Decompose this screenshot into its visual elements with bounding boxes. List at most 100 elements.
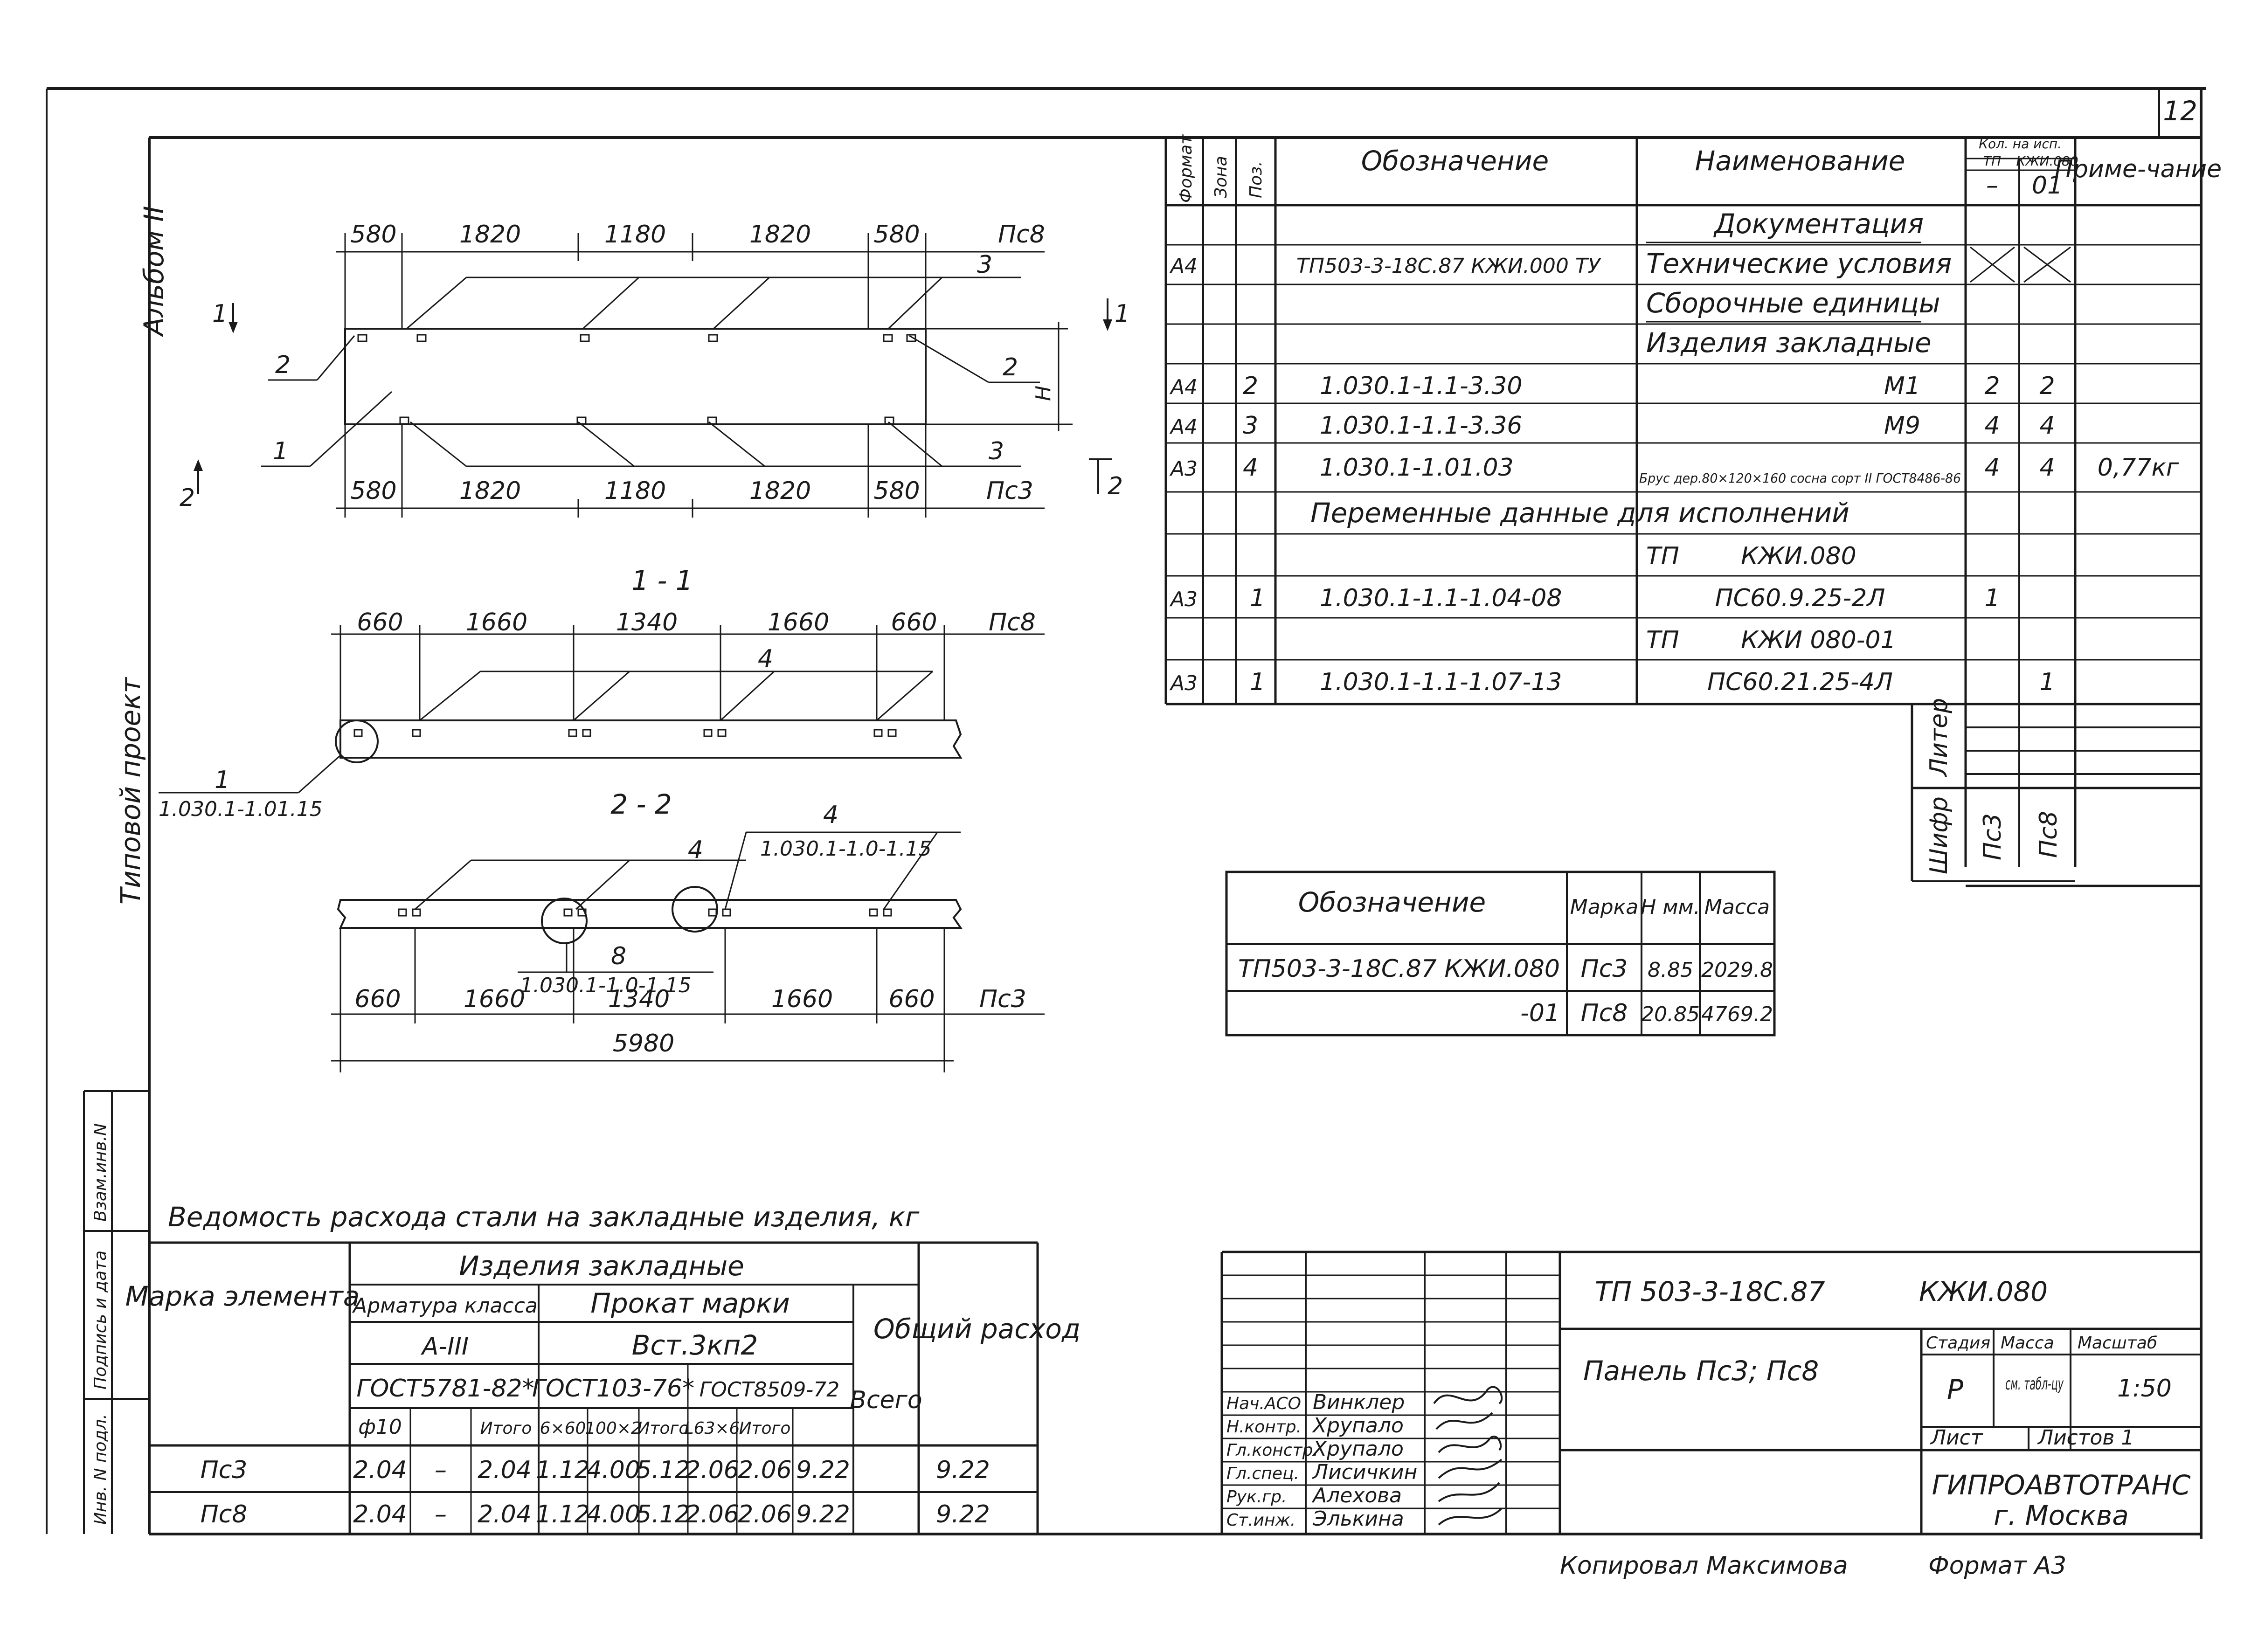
steel-row-2-total-2: 5.12 xyxy=(636,1500,690,1528)
steel-row-1-total-3: 2.06 xyxy=(738,1456,792,1484)
tb-doc-code: ТП 503-3-18С.87 xyxy=(1595,1276,1825,1307)
steel-row-2-angle: 2.06 xyxy=(685,1500,739,1528)
tb-scale: 1:50 xyxy=(2117,1375,2172,1403)
spec-row-9-pos: 1 xyxy=(1250,584,1265,612)
tb-role-2: Н.контр. xyxy=(1226,1417,1302,1437)
tb-role-3: Гл.констр. xyxy=(1226,1441,1318,1460)
steel-hdr-class: А-III xyxy=(421,1333,469,1361)
tb-name-2: Хрупало xyxy=(1312,1414,1404,1438)
mass-row-1-mass: 2029.8 xyxy=(1701,958,1773,982)
tb-title: Панель Пс3; Пс8 xyxy=(1583,1355,1819,1387)
steel-row-2-all: 9.22 xyxy=(796,1500,850,1528)
mass-row-1-mark: Пс3 xyxy=(1581,955,1628,983)
hdr-note: Приме-чание xyxy=(2055,155,2222,183)
section-mark-2-right: 2 xyxy=(1108,472,1123,500)
tb-stage-label: Стадия xyxy=(1926,1334,1990,1353)
hdr-zone: Зона xyxy=(1212,156,1231,198)
tb-name-1: Винклер xyxy=(1313,1390,1405,1414)
steel-col-angle: L63×6 xyxy=(685,1419,740,1438)
section-1-1: 1 - 1 660 1660 1340 1660 660 Пс8 4 xyxy=(159,565,1045,821)
steel-row-2-general: 9.22 xyxy=(936,1500,990,1528)
sec2-dim-3: 1340 xyxy=(608,985,670,1013)
steel-title: Ведомость расхода стали на закладные изд… xyxy=(168,1201,920,1233)
steel-col-f10: ф10 xyxy=(358,1415,402,1439)
sec1-dim-2: 1660 xyxy=(466,608,527,636)
steel-hdr-general: Общий расход xyxy=(873,1313,1081,1345)
sec1-detail-ref: 1.030.1-1.01.15 xyxy=(159,797,323,821)
spec-row-5-code: 1.030.1-1.1-3.36 xyxy=(1320,412,1522,440)
section-mark-1-right: 1 xyxy=(1115,300,1130,328)
sec1-dim-5: 660 xyxy=(891,608,937,636)
mass-row-1-code: ТП503-3-18С.87 КЖИ.080 xyxy=(1238,955,1560,983)
steel-row-1-general: 9.22 xyxy=(936,1456,990,1484)
title-block: ТП 503-3-18С.87 КЖИ.080 Панель Пс3; Пс8 … xyxy=(1220,1251,2201,1534)
spec-row-11-pos: 1 xyxy=(1250,668,1265,696)
mass-table: Обозначение Марка Н мм. Масса ТП503-3-18… xyxy=(1225,871,1776,1037)
mass-hdr-h: Н мм. xyxy=(1641,895,1700,919)
plan-callout-3-bottom: 3 xyxy=(989,437,1004,465)
steel-row-1-total-1: 2.04 xyxy=(478,1456,532,1484)
tb-name-4: Лисичкин xyxy=(1312,1460,1417,1484)
sec1-pos-4: 4 xyxy=(758,645,773,673)
page-number: 12 xyxy=(2163,95,2197,127)
mass-row-2-mass: 4769.2 xyxy=(1701,1002,1773,1026)
spec-row-4-q2: 2 xyxy=(2039,372,2055,400)
sec1-detail-pos: 1 xyxy=(215,766,230,794)
steel-col-total-2: Итого xyxy=(637,1419,689,1438)
tb-org: ГИПРОАВТОТРАНС xyxy=(1932,1469,2191,1501)
section-mark-1-left: 1 xyxy=(212,300,228,328)
spec-row-5-fmt: А4 xyxy=(1169,415,1198,439)
left-margin: Альбом II Типовой проект Взам.инв.N Подп… xyxy=(83,206,170,1534)
hdr-qty: Кол. на исп. xyxy=(1979,136,2062,152)
sheet-frame xyxy=(46,87,2206,1539)
hdr-variant-01: 01 xyxy=(2032,172,2063,200)
steel-hdr-rolled: Прокат марки xyxy=(590,1287,790,1319)
steel-row-1-mark: Пс3 xyxy=(201,1456,248,1484)
spec-row-5-q2: 4 xyxy=(2039,412,2055,440)
steel-row-1-angle: 2.06 xyxy=(685,1456,739,1484)
spec-row-6-fmt: А3 xyxy=(1169,457,1198,481)
plan-top-variant: Пс8 xyxy=(998,221,1045,249)
spec-row-3-name: Изделия закладные xyxy=(1646,327,1932,359)
steel-row-1-total-2: 5.12 xyxy=(636,1456,690,1484)
mass-row-2-h: 20.85 xyxy=(1641,1002,1700,1026)
spec-row-9-fmt: А3 xyxy=(1169,588,1198,611)
spec-row-0-name: Документация xyxy=(1713,208,1924,240)
plan-bottom-dim-2: 1820 xyxy=(459,477,521,505)
hdr-format: Формат xyxy=(1177,134,1196,203)
spec-row-5-name: М9 xyxy=(1884,412,1920,440)
steel-hdr-gost-rebar: ГОСТ5781-82* xyxy=(356,1375,534,1403)
tb-sheets-label: Листов 1 xyxy=(2037,1426,2134,1450)
sec2-ref-top: 1.030.1-1.0-1.15 xyxy=(760,837,932,861)
steel-hdr-group: Изделия закладные xyxy=(459,1250,744,1282)
sec1-dim-4: 1660 xyxy=(768,608,829,636)
tb-mass-label: Масса xyxy=(2001,1334,2054,1353)
spec-row-6-q1: 4 xyxy=(1984,454,2000,482)
plan-height-mark: Н xyxy=(1032,386,1055,401)
sec2-pos-4a: 4 xyxy=(688,836,703,864)
stamp-replace-inv: Взам.инв.N xyxy=(91,1123,110,1222)
spec-row-5-pos: 3 xyxy=(1243,412,1258,440)
spec-row-2-name: Сборочные единицы xyxy=(1646,287,1940,319)
tb-name-3: Хрупало xyxy=(1312,1437,1404,1461)
sec2-ref-bottom: 1.030.1-1.0-1.15 xyxy=(520,974,692,997)
spec-table: Формат Зона Поз. Обозначение Наименовани… xyxy=(1164,134,2222,887)
plan-top-dim-3: 1180 xyxy=(604,221,666,249)
steel-col-6x60: 6×60 xyxy=(540,1419,586,1438)
steel-row-1-6x60: 1.12 xyxy=(536,1456,590,1484)
plan-bottom-variant: Пс3 xyxy=(986,477,1033,505)
stamp-signature-date: Подпись и дата xyxy=(91,1251,110,1389)
hdr-pos: Поз. xyxy=(1247,161,1266,198)
spec-row-6-q2: 4 xyxy=(2039,454,2055,482)
cipher-value-2: Пс8 xyxy=(2035,811,2063,858)
hdr-variant-dash: – xyxy=(1986,172,1998,200)
mass-hdr-designation: Обозначение xyxy=(1298,886,1486,918)
tb-role-1: Нач.АСО xyxy=(1226,1394,1301,1413)
steel-row-1-f10: 2.04 xyxy=(353,1456,407,1484)
hdr-name: Наименование xyxy=(1695,145,1905,177)
spec-row-11-name: ПС60.21.25-4Л xyxy=(1707,668,1893,696)
sec1-dim-3: 1340 xyxy=(616,608,678,636)
cipher-label: Шифр xyxy=(1925,796,1953,874)
album-label: Альбом II xyxy=(138,206,170,338)
format-label: Формат А3 xyxy=(1928,1552,2066,1580)
